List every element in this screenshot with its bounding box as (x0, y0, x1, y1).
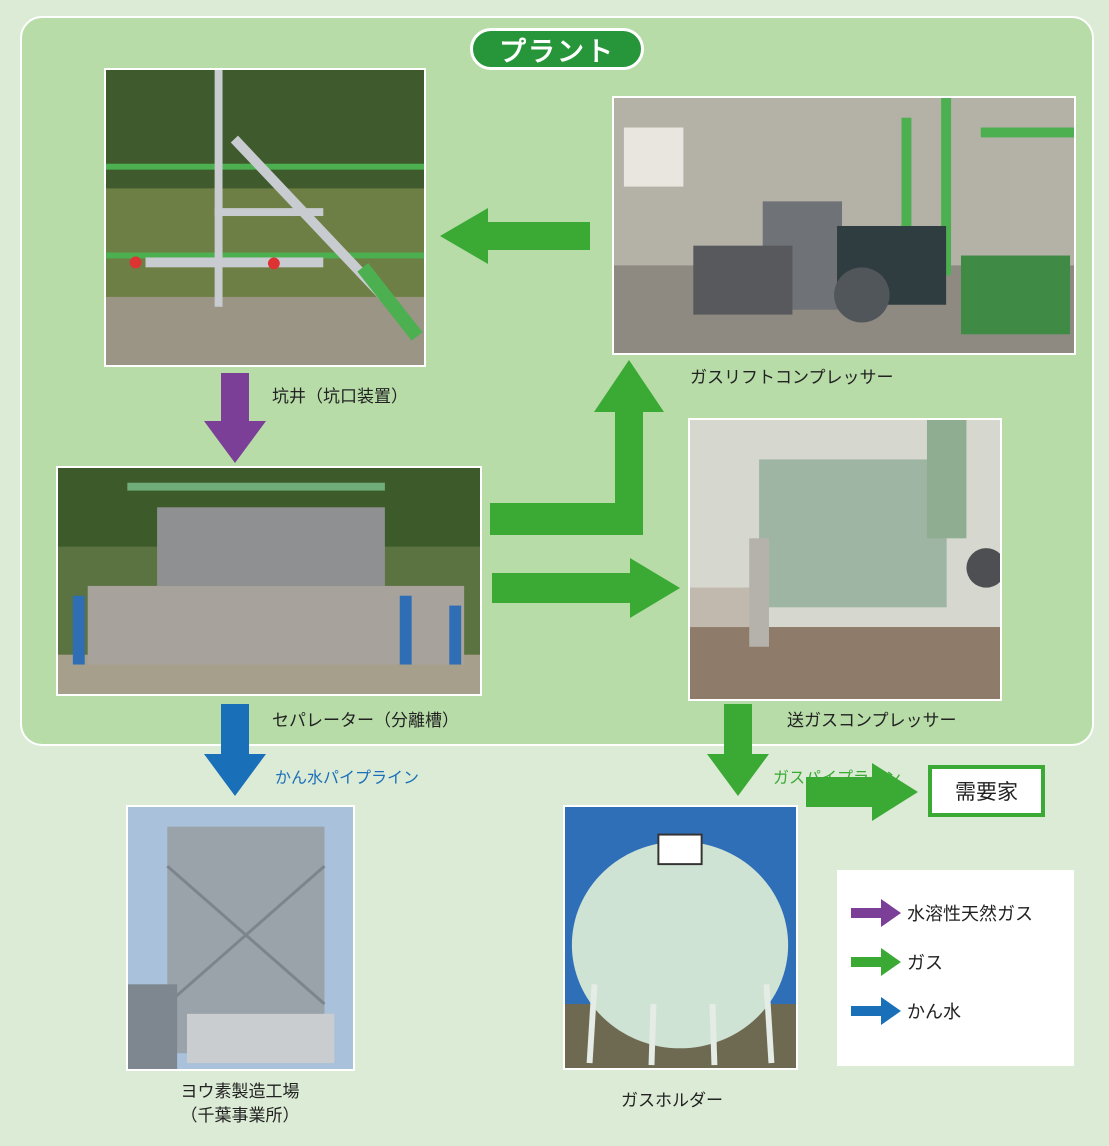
iodine-factory-caption-line2: （千葉事業所） (180, 1106, 300, 1126)
separator-caption: セパレーター（分離槽） (272, 711, 459, 731)
gas-holder-caption: ガスホルダー (621, 1091, 723, 1111)
compressor-room-photo (612, 96, 1076, 355)
legend-label: ガス (907, 953, 943, 974)
gas-arrow-down (707, 704, 769, 796)
legend-label: かん水 (907, 1002, 961, 1023)
consumer-box: 需要家 (928, 765, 1045, 817)
gas-arrow-right (492, 558, 680, 618)
legend-brine-arrow-icon (851, 997, 901, 1025)
wellhead-caption: 坑井（坑口装置） (272, 387, 408, 407)
legend-item-natural-gas: 水溶性天然ガス (851, 894, 1074, 932)
brine-pipeline-label: かん水パイプライン (275, 768, 420, 787)
gaslift-compressor-caption: ガスリフトコンプレッサー (690, 368, 894, 388)
legend-item-brine: かん水 (851, 992, 1074, 1030)
plant-badge: プラント (470, 28, 644, 70)
natural-gas-arrow-down (204, 373, 266, 463)
wellhead-photo (104, 68, 426, 367)
gas-holder-sphere-photo (563, 805, 798, 1070)
gas-arrow-to-demand (806, 763, 918, 821)
separator-tank-photo (56, 466, 482, 696)
brine-arrow-down (204, 704, 266, 796)
compressor-photo (688, 418, 1002, 701)
legend-label: 水溶性天然ガス (907, 904, 1033, 925)
legend: 水溶性天然ガス ガス かん水 (837, 870, 1074, 1066)
iodine-factory-caption-line1: ヨウ素製造工場 (180, 1082, 300, 1102)
send-compressor-caption: 送ガスコンプレッサー (787, 711, 957, 731)
legend-item-gas: ガス (851, 943, 1074, 981)
gas-arrow-elbow-up (490, 360, 668, 535)
legend-gas-arrow-icon (851, 948, 901, 976)
factory-tower-photo (126, 805, 355, 1071)
gas-arrow-left (440, 208, 590, 264)
legend-natural-gas-arrow-icon (851, 899, 901, 927)
iodine-factory-caption: ヨウ素製造工場 （千葉事業所） (140, 1080, 340, 1128)
